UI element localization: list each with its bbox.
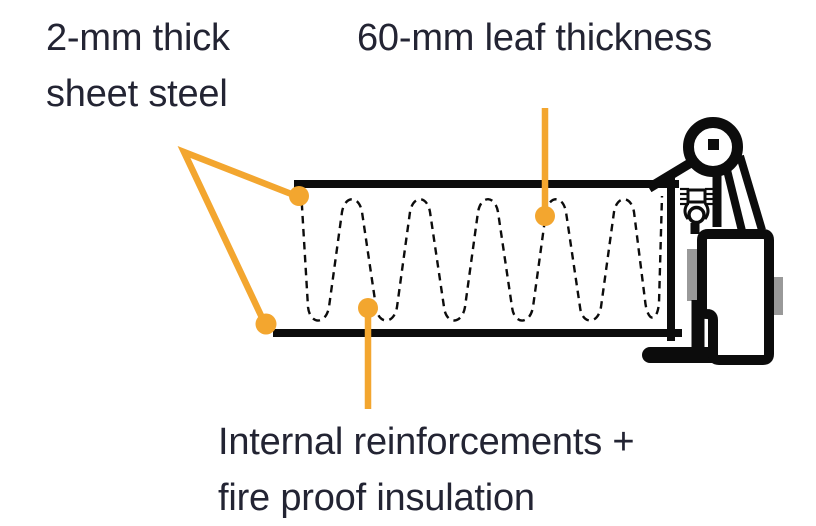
- label-insulation-line2: fire proof insulation: [218, 477, 535, 519]
- callout-dot-sheet-steel-top: [289, 186, 309, 206]
- label-sheet-steel-line2: sheet steel: [46, 73, 228, 115]
- label-insulation-line1: Internal reinforcements +: [218, 421, 635, 463]
- pulley-hub: [708, 139, 719, 150]
- latch-shoulders: [683, 202, 710, 220]
- callout-leader-icon: [177, 108, 549, 409]
- label-leaf-thickness: 60-mm leaf thickness: [357, 10, 712, 66]
- door-frame-profile-icon: [642, 229, 783, 365]
- latch-spring-icon: [680, 187, 714, 234]
- callout-dot-insulation: [358, 298, 378, 318]
- seal-pad-icon: [687, 249, 697, 301]
- closer-arm-right: [736, 154, 766, 232]
- closer-arm-mid: [723, 169, 746, 232]
- callout-line-sheet-steel: [177, 145, 301, 326]
- insulation-wave-icon: [299, 189, 664, 322]
- latch-body: [686, 188, 707, 204]
- callout-dots: [255, 186, 555, 335]
- label-insulation: Internal reinforcements + fire proof ins…: [218, 414, 635, 526]
- callout-dot-leaf-thickness: [535, 206, 555, 226]
- frame-body: [697, 229, 774, 365]
- seal-pad-icon: [774, 277, 783, 315]
- callout-dot-sheet-steel-bottom: [255, 313, 277, 335]
- label-sheet-steel: 2-mm thick sheet steel: [46, 10, 230, 122]
- latch-roller: [687, 205, 706, 225]
- door-closer-mechanism-icon: [646, 117, 766, 232]
- label-sheet-steel-line1: 2-mm thick: [46, 17, 230, 59]
- label-leaf-thickness-text: 60-mm leaf thickness: [357, 17, 713, 59]
- door-leaf-section-icon: [273, 177, 682, 341]
